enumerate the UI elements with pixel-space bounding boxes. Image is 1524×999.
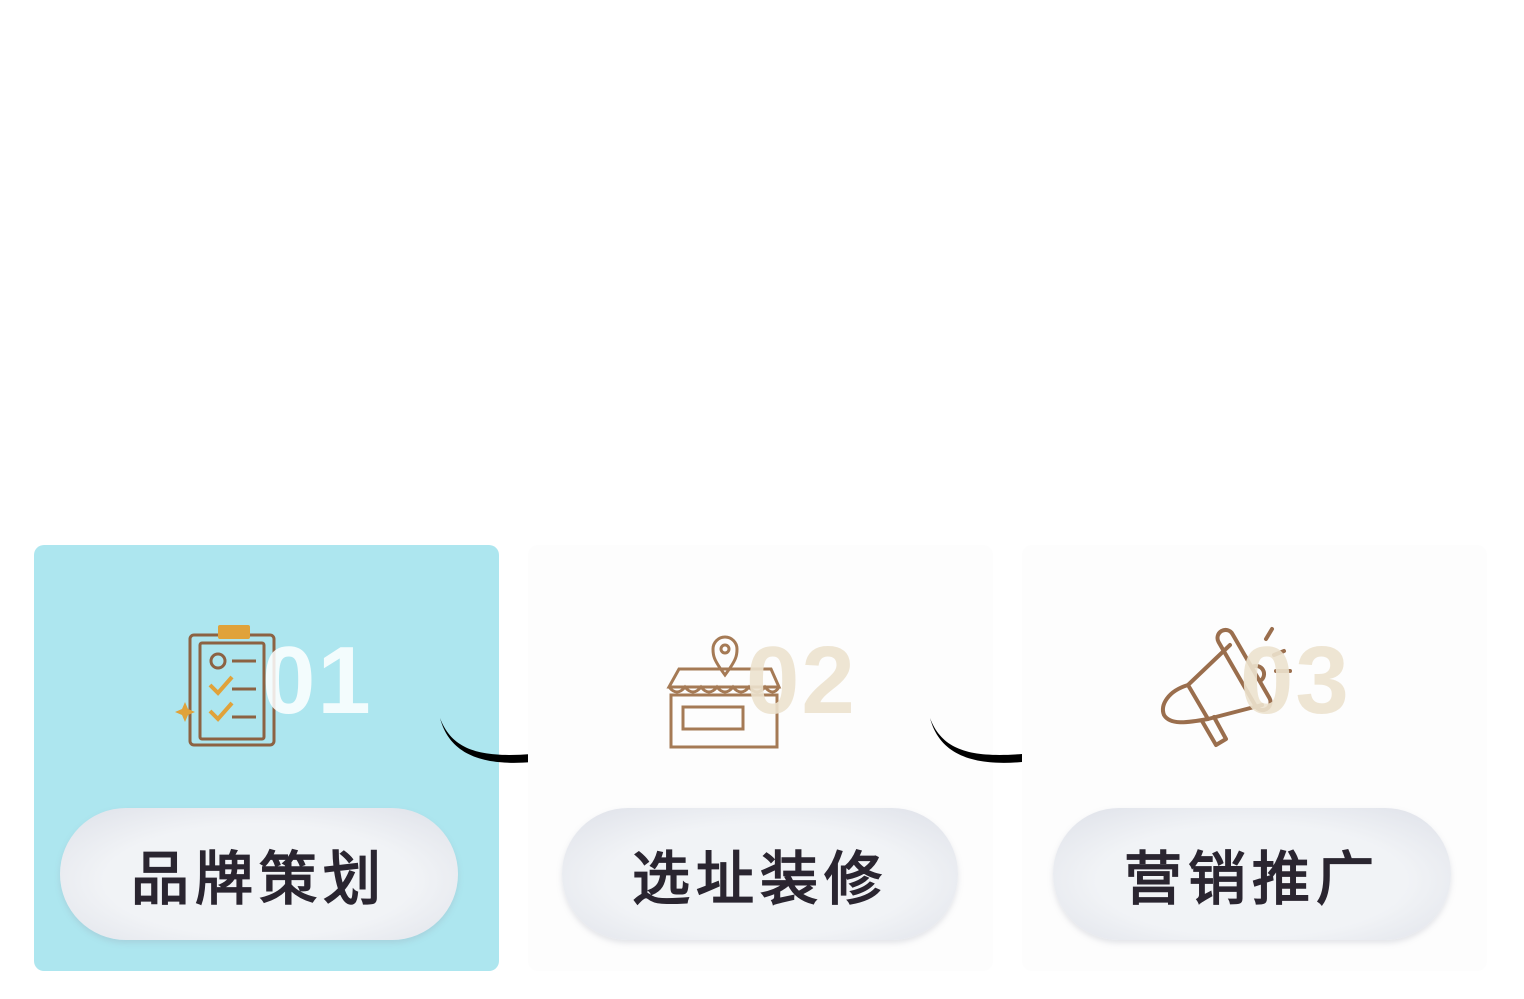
step-label: 品牌策划	[130, 847, 387, 912]
step-label-pill[interactable]: 品牌策划	[60, 808, 458, 940]
step-label: 营销推广	[1123, 847, 1380, 912]
storefront-location-icon	[666, 635, 782, 749]
clipboard-checklist-icon	[175, 625, 276, 747]
step-card-3[interactable]: 03 营销推广	[1022, 545, 1487, 971]
step-card-1[interactable]: 01 品牌策划	[34, 545, 499, 971]
step-label-pill[interactable]: 选址装修	[562, 808, 958, 940]
step-label: 选址装修	[631, 847, 888, 912]
step-number: 03	[1240, 627, 1351, 734]
step-label-pill[interactable]: 营销推广	[1053, 808, 1451, 940]
step-card-2[interactable]: 02 选址装修	[528, 545, 993, 971]
step-number: 01	[262, 627, 373, 734]
step-number: 02	[746, 627, 857, 734]
megaphone-icon	[1161, 627, 1292, 747]
